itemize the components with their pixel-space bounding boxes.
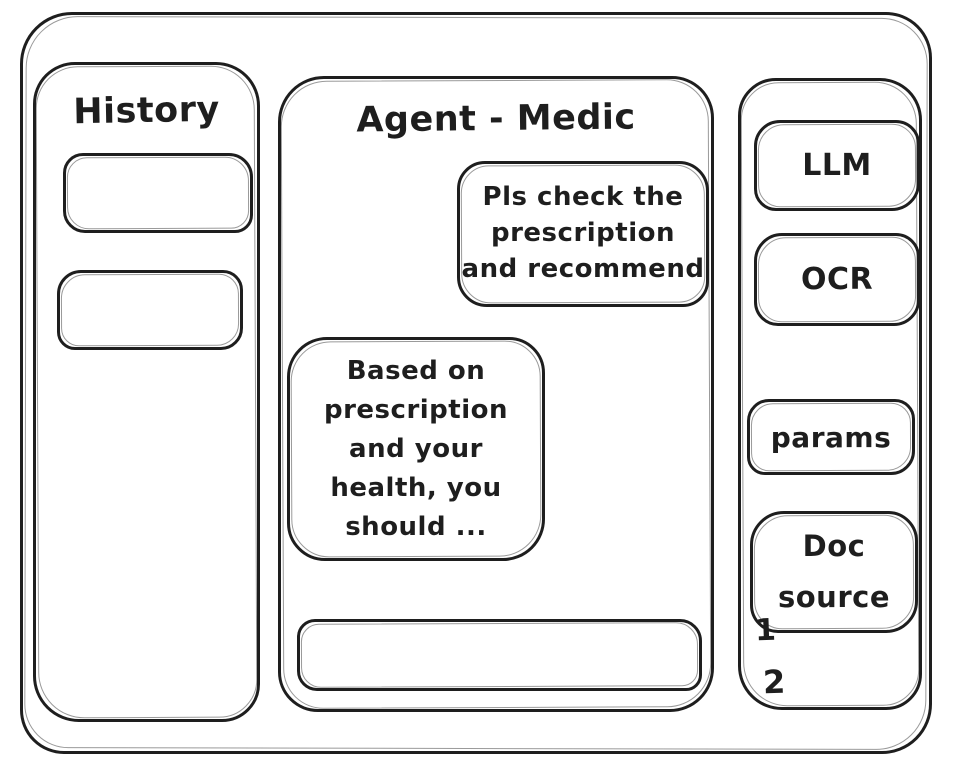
params-button[interactable]: params — [747, 399, 915, 475]
annotation-number-2: 2 — [762, 662, 787, 702]
history-panel: History — [33, 62, 260, 722]
doc-source-button[interactable]: Doc source — [750, 511, 918, 633]
history-item[interactable] — [57, 270, 243, 350]
chat-panel: Agent - Medic Pls check the prescription… — [278, 76, 714, 712]
chat-input[interactable] — [300, 622, 699, 688]
chat-input-box[interactable] — [297, 619, 702, 691]
assistant-message-bubble: Based on prescription and your health, y… — [287, 337, 545, 561]
history-item[interactable] — [63, 153, 253, 233]
llm-button[interactable]: LLM — [754, 120, 920, 211]
annotation-number-1: 1 — [754, 612, 777, 649]
chat-title: Agent - Medic — [356, 97, 636, 141]
ocr-button[interactable]: OCR — [754, 233, 920, 326]
history-title: History — [72, 89, 221, 133]
user-message-bubble: Pls check the prescription and recommend — [457, 161, 709, 307]
tools-panel: LLM OCR params Doc source 1 2 — [738, 78, 922, 710]
